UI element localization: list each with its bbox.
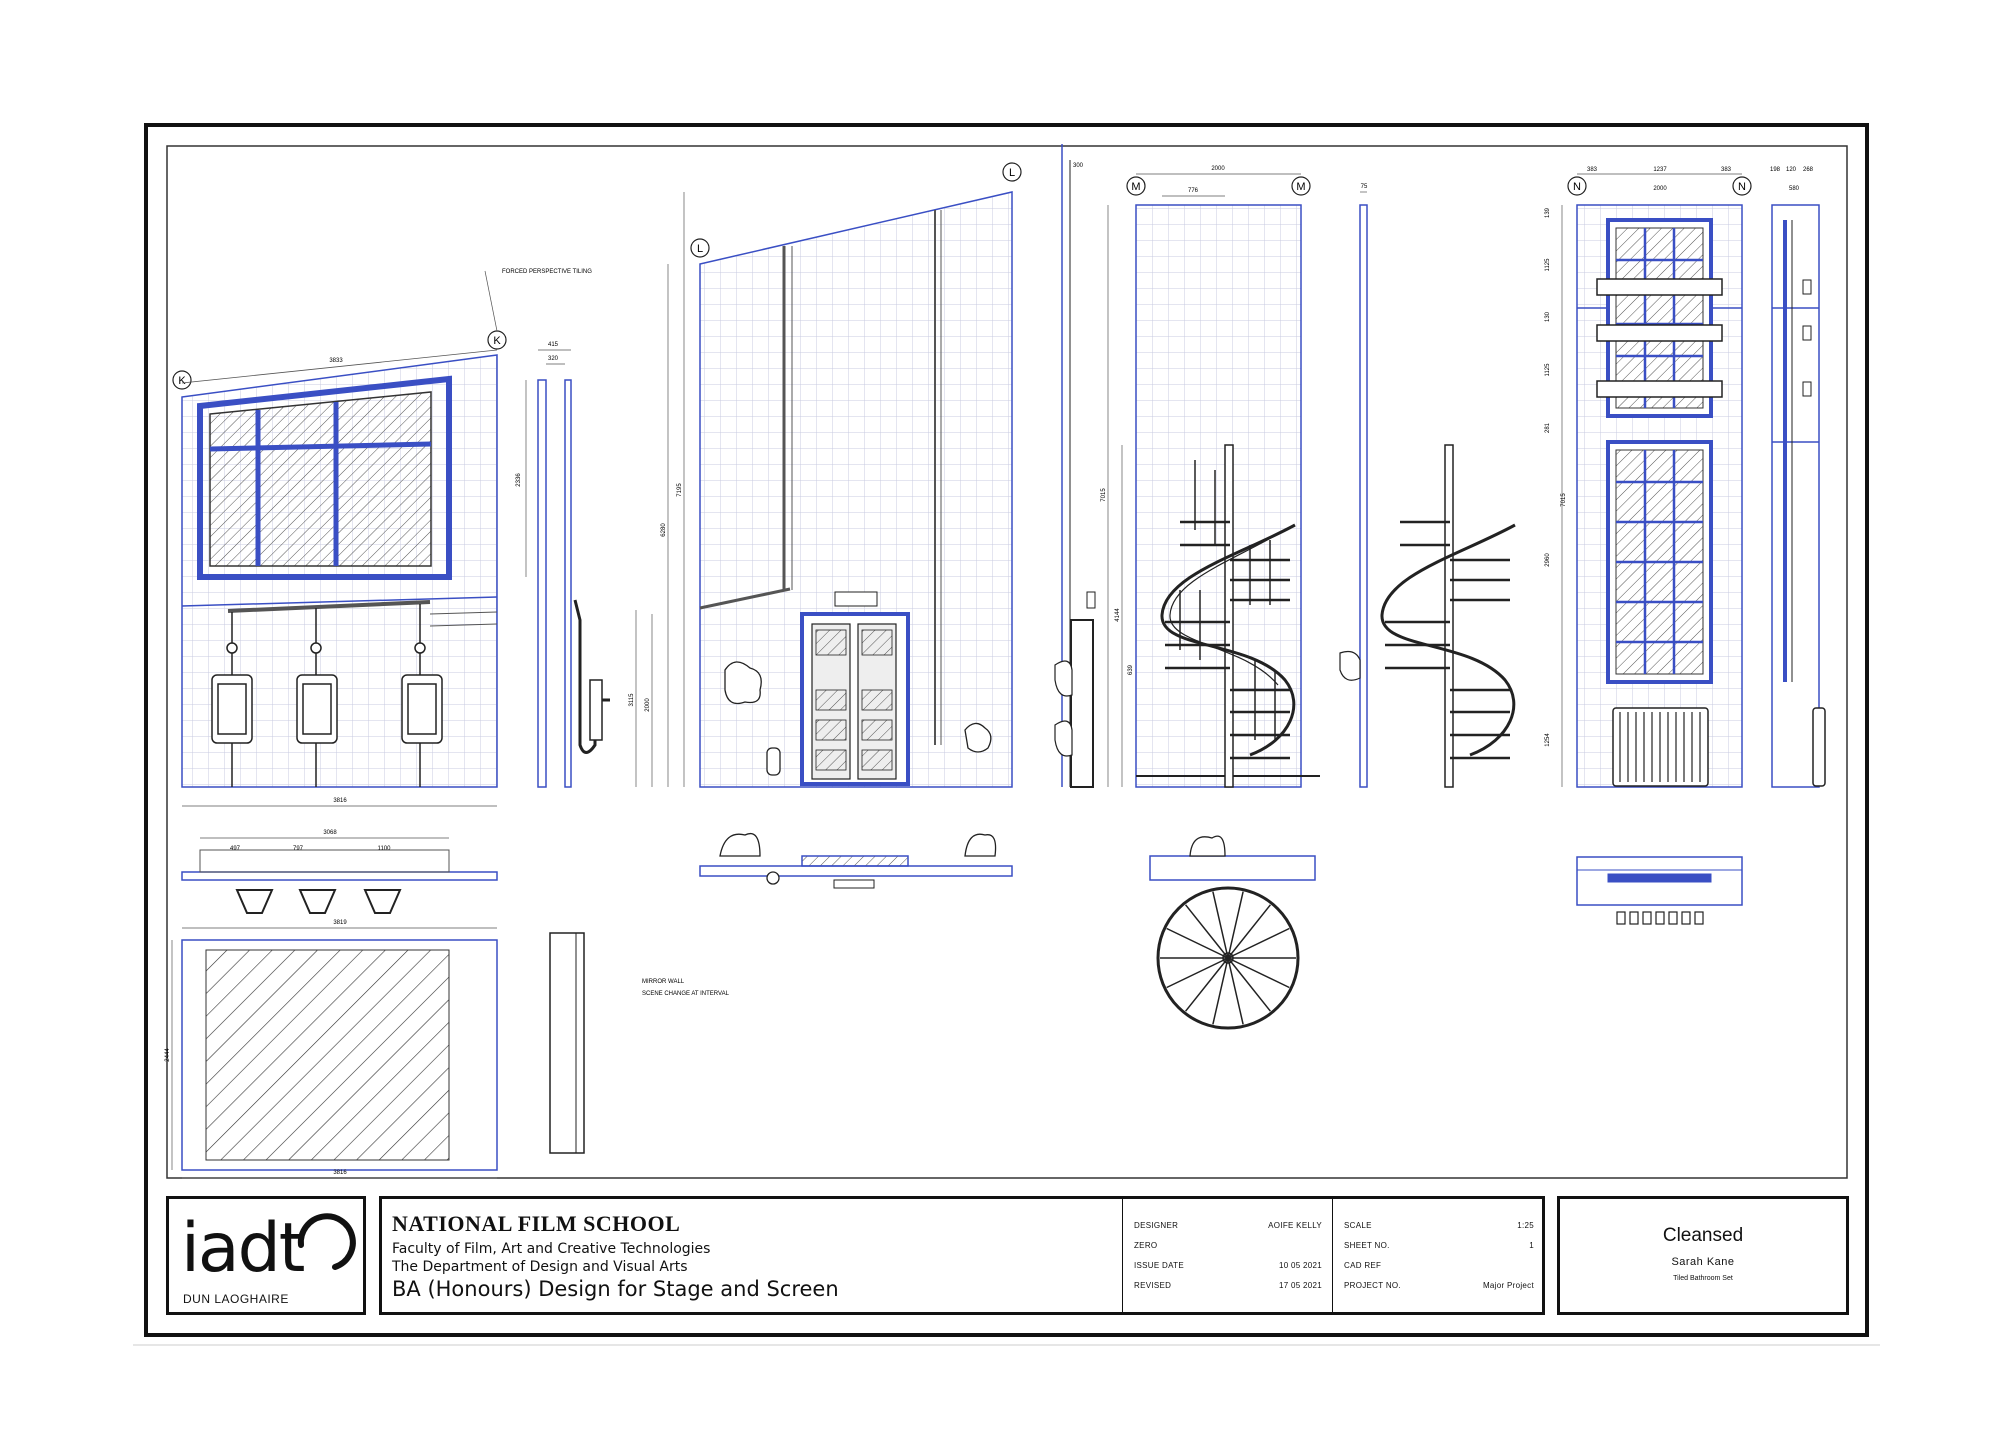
dim-n-top-383b: 383 <box>1721 167 1732 173</box>
title-box: Cleansed Sarah Kane Tiled Bathroom Set <box>1557 1196 1849 1315</box>
dim-n-1254: 1254 <box>1545 733 1551 747</box>
logo-swirl-icon <box>297 1213 356 1270</box>
designer-value: AOIFE KELLY <box>1268 1221 1322 1230</box>
playwright-name: Sarah Kane <box>1671 1256 1735 1268</box>
dim-l-3115: 3115 <box>629 693 635 707</box>
scale-label: SCALE <box>1344 1221 1372 1230</box>
dim-m-639: 639 <box>1128 664 1134 675</box>
dim-k-side-320: 320 <box>548 356 559 362</box>
info-divider-2 <box>1332 1199 1333 1312</box>
elevation-stair-2 <box>1380 444 1516 788</box>
section-k-side: 415 320 2336 <box>516 342 610 788</box>
zero-label: ZERO <box>1134 1241 1158 1250</box>
cad-ref-label: CAD REF <box>1344 1261 1382 1270</box>
scale-value: 1:25 <box>1517 1221 1534 1230</box>
dim-m-7015: 7015 <box>1101 488 1107 502</box>
note-scene-change: SCENE CHANGE AT INTERVAL <box>642 991 730 997</box>
dim-n-top-1237: 1237 <box>1653 167 1667 173</box>
section-l-side: 300 <box>1054 144 1096 788</box>
dim-k-plan-797: 797 <box>293 846 304 852</box>
dim-n-281: 281 <box>1545 422 1551 433</box>
dim-n-1125b: 1125 <box>1545 363 1551 377</box>
dim-m-2000: 2000 <box>1211 166 1225 172</box>
dim-m-4144: 4144 <box>1115 608 1121 622</box>
dim-l-2000: 2000 <box>645 698 651 712</box>
dim-n-top-198: 198 <box>1770 167 1781 173</box>
elevation-l: L L 7195 6280 3115 2000 <box>629 162 1022 788</box>
info-divider-1 <box>1122 1199 1123 1312</box>
dim-n-130: 130 <box>1545 311 1551 322</box>
dim-m-776: 776 <box>1188 188 1199 194</box>
revised-label: REVISED <box>1134 1281 1172 1290</box>
note-forced-perspective: FORCED PERSPECTIVE TILING <box>502 269 592 275</box>
set-description: Tiled Bathroom Set <box>1673 1275 1733 1282</box>
logo-box: iadt DUN LAOGHAIRE <box>166 1196 366 1315</box>
project-value: Major Project <box>1482 1281 1534 1290</box>
dim-k-side-2336: 2336 <box>516 473 522 487</box>
sheet-label: SHEET No. <box>1344 1241 1390 1250</box>
production-title: Cleansed <box>1662 1225 1744 1246</box>
sheet-value: 1 <box>1529 1241 1534 1250</box>
plan-m <box>1149 835 1316 1030</box>
grid-label-m-right: M <box>1296 181 1305 193</box>
dim-mirror-bottom: 3816 <box>333 1170 347 1176</box>
dim-l-top-300: 300 <box>1073 163 1084 169</box>
dim-l-7195: 7195 <box>677 483 683 497</box>
grid-label-m-left: M <box>1131 181 1140 193</box>
grid-label-k-left: K <box>178 375 186 387</box>
mirror-wall: 3819 3816 2444 MIRROR WALL SCENE CHANGE … <box>165 920 730 1179</box>
grid-label-n-right: N <box>1738 181 1746 193</box>
note-mirror-wall: MIRROR WALL <box>642 979 685 985</box>
dim-n-top-383a: 383 <box>1587 167 1598 173</box>
dim-k-plan-497: 497 <box>230 846 241 852</box>
dim-n-1125a: 1125 <box>1545 258 1551 272</box>
section-m-side: 75 <box>1339 184 1368 788</box>
outer-frame <box>144 123 1869 1337</box>
dim-k-bottom: 3816 <box>333 798 347 804</box>
plan-n <box>1576 856 1743 925</box>
school-name: NATIONAL FILM SCHOOL <box>392 1211 681 1236</box>
elevation-k: K K 3833 3816 FORCED PERSPECTIVE TILING <box>172 269 592 807</box>
grid-label-l-right: L <box>1009 167 1015 179</box>
dim-n-2960: 2960 <box>1545 553 1551 567</box>
dim-k-plan-1100: 1100 <box>378 846 392 852</box>
dim-mirror-side: 2444 <box>165 1048 171 1062</box>
elevation-n: N N 383 1237 383 2000 139 1125 130 1125 … <box>1545 167 1752 788</box>
department-line: The Department of Design and Visual Arts <box>392 1259 688 1275</box>
dim-k-top: 3833 <box>329 358 343 364</box>
dim-mirror-top: 3819 <box>333 920 347 926</box>
grid-label-k-right: K <box>493 335 501 347</box>
plan-l <box>699 833 1013 889</box>
dim-l-6280: 6280 <box>661 523 667 537</box>
project-label: PROJECT No. <box>1344 1281 1401 1290</box>
grid-label-n-left: N <box>1573 181 1581 193</box>
elevation-m: M M 2000 776 7015 4144 639 <box>1101 166 1320 788</box>
grid-label-l-left: L <box>697 243 703 255</box>
dim-n-7015: 7015 <box>1561 493 1567 507</box>
revised-value: 17 05 2021 <box>1278 1281 1322 1290</box>
designer-label: DESIGNER <box>1134 1221 1179 1230</box>
school-box: NATIONAL FILM SCHOOL Faculty of Film, Ar… <box>379 1196 1545 1315</box>
dim-n-top-2000: 2000 <box>1653 186 1667 192</box>
faculty-line: Faculty of Film, Art and Creative Techno… <box>392 1241 711 1257</box>
inner-frame <box>166 145 1848 1179</box>
logo-subtitle: DUN LAOGHAIRE <box>183 1292 289 1306</box>
dim-k-plan-3068: 3068 <box>323 830 337 836</box>
section-n-side: 198 120 268 580 <box>1770 167 1826 788</box>
dim-n-top-120: 120 <box>1786 167 1797 173</box>
dim-n-top-268: 268 <box>1803 167 1814 173</box>
dim-n-top-580: 580 <box>1789 186 1800 192</box>
issue-date-label: ISSUE DATE <box>1134 1261 1184 1270</box>
iadt-logo: iadt <box>181 1209 305 1288</box>
dim-k-side-415: 415 <box>548 342 559 348</box>
dim-m-side-75: 75 <box>1361 184 1368 190</box>
issue-date-value: 10 05 2021 <box>1278 1261 1322 1270</box>
degree-line: BA (Honours) Design for Stage and Screen <box>392 1277 839 1301</box>
dim-n-139: 139 <box>1545 207 1551 218</box>
plan-k: 3068 497 797 1100 <box>181 830 498 914</box>
